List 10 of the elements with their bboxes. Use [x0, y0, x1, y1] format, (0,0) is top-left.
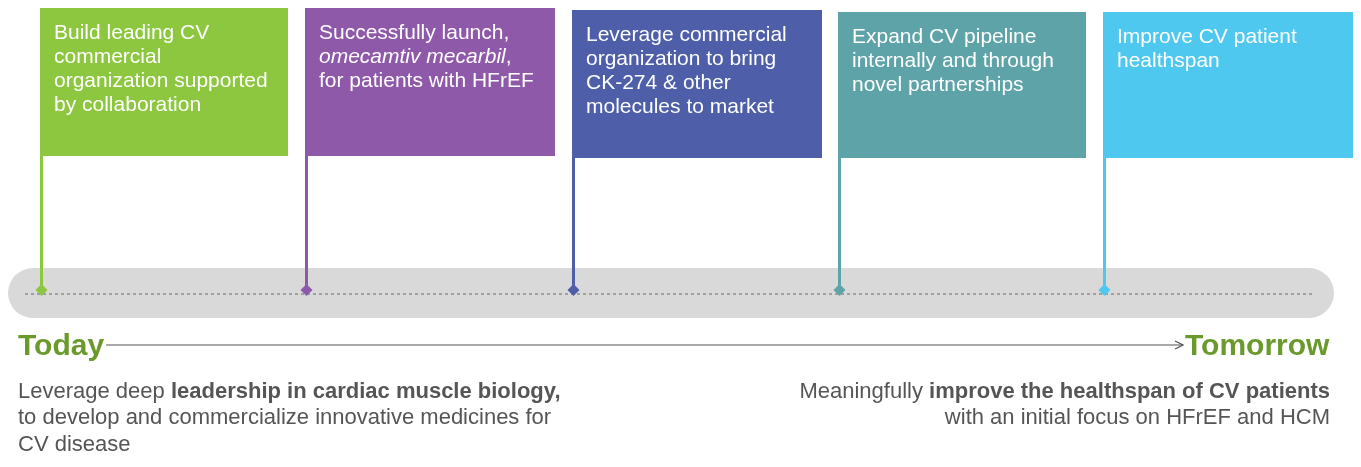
- milestone-flag: Improve CV patient healthspan: [1103, 12, 1353, 158]
- description-text: Leverage deep leadership in cardiac muscle biology, to develop and commercialize innovative medicines for CV disease: [18, 378, 562, 458]
- milestone-flag: Successfully launch, omecamtiv mecarbil, for patients with HFrEF: [305, 8, 555, 156]
- timeline-end-label: Tomorrow: [1185, 328, 1330, 362]
- milestone-flag: Expand CV pipeline internally and through novel partnerships: [838, 12, 1086, 158]
- timeline-arrow: [105, 340, 1184, 350]
- milestone-flag: Build leading CV commercial organization supported by collaboration: [40, 8, 288, 156]
- milestone-flag: Leverage commercial organization to bring CK-274 & other molecules to market: [572, 10, 822, 158]
- timeline-end-label: Today: [18, 328, 105, 362]
- description-text: Meaningfully improve the healthspan of CV patients with an initial focus on HFrEF and HCM: [798, 378, 1330, 431]
